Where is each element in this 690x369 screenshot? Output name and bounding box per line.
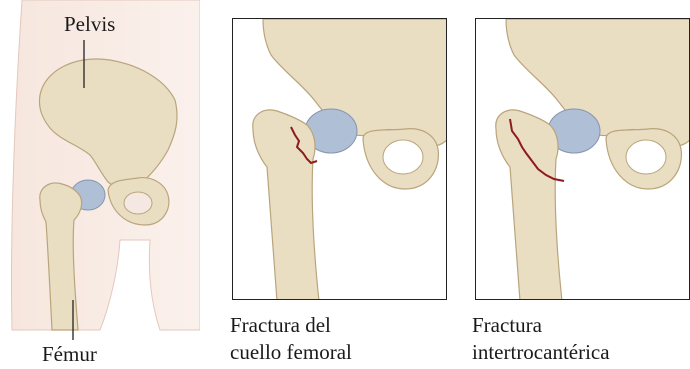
femoral-neck-fracture-panel: [232, 18, 447, 300]
femur-bone: [496, 110, 562, 300]
obturator-hole: [124, 192, 152, 214]
caption-line-1: Fractura del: [230, 312, 352, 339]
pelvis-label: Pelvis: [64, 12, 115, 36]
caption-line-1: Fractura: [472, 312, 610, 339]
intertrochanteric-illustration: [476, 19, 690, 300]
femoral-neck-illustration: [233, 19, 447, 300]
caption-line-2: intertrocantérica: [472, 339, 610, 366]
intertrochanteric-fracture-panel: [475, 18, 690, 300]
femur-bone: [253, 110, 319, 300]
femur-label: Fémur: [42, 342, 97, 366]
obturator-hole: [626, 140, 666, 174]
caption-line-2: cuello femoral: [230, 339, 352, 366]
obturator-hole: [383, 140, 423, 174]
intertrochanteric-caption: Fractura intertrocantérica: [472, 312, 610, 366]
femoral-neck-caption: Fractura del cuello femoral: [230, 312, 352, 366]
overview-illustration: [0, 0, 200, 369]
